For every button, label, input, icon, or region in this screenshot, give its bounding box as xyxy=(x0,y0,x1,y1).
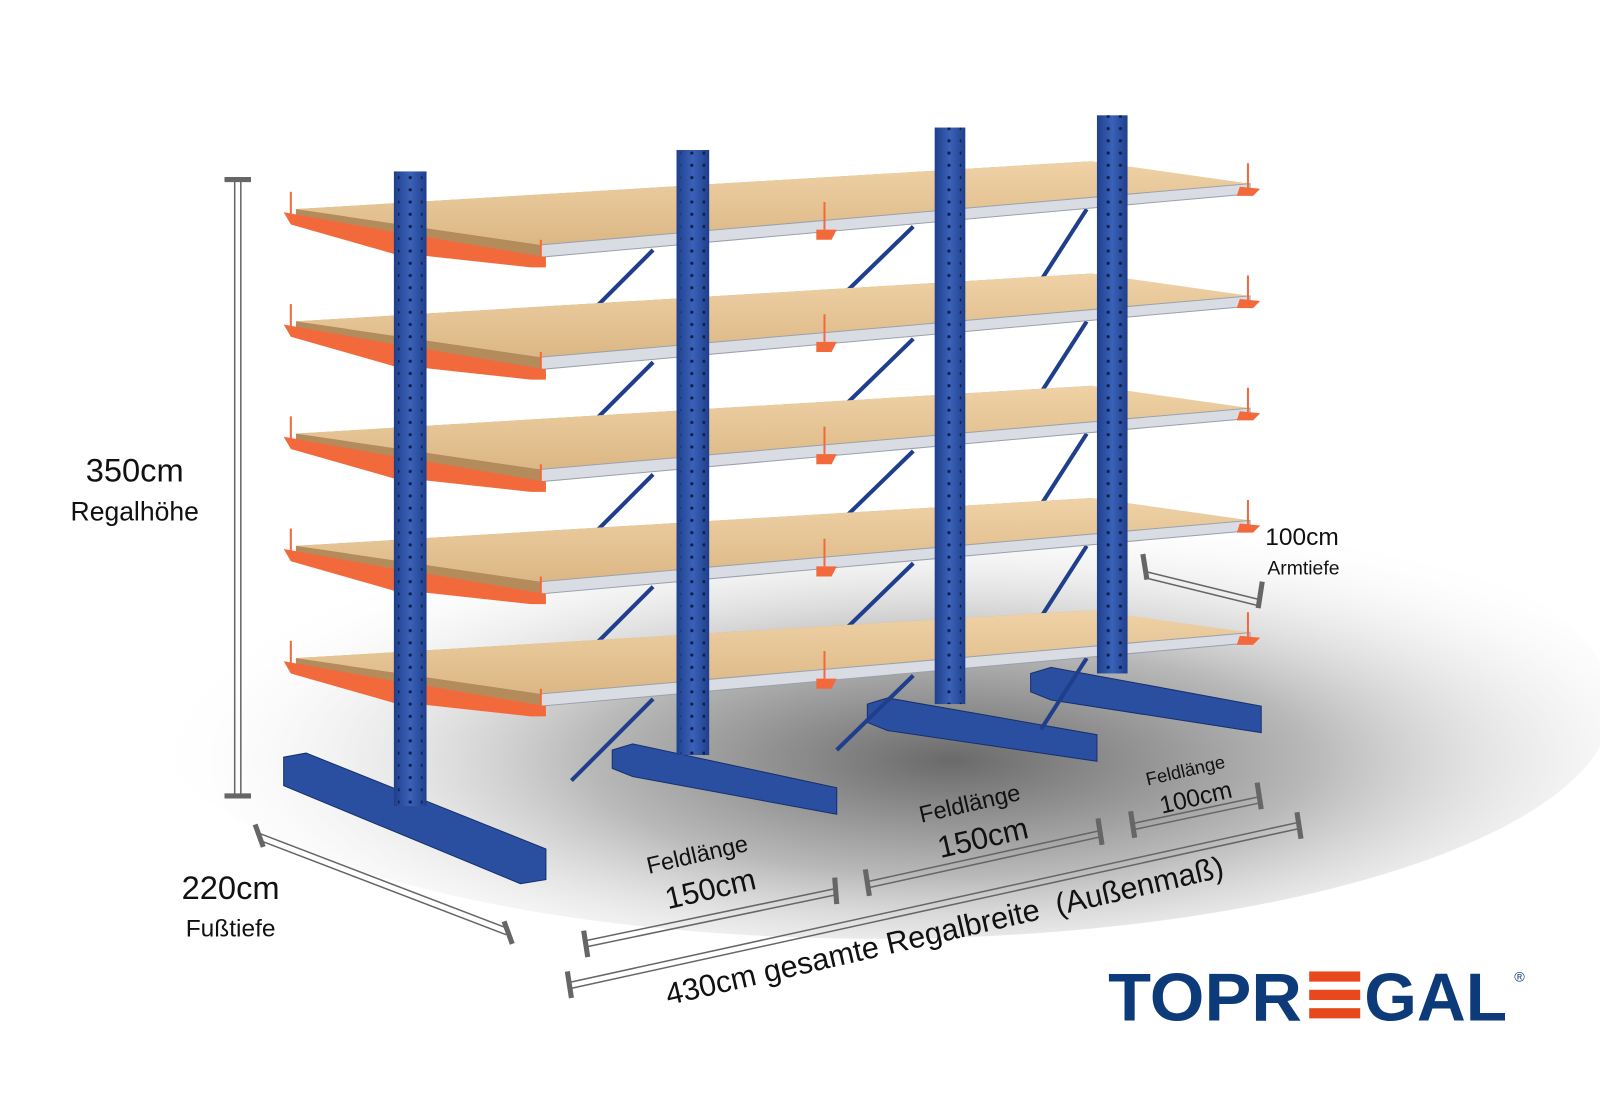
cantilever-arm xyxy=(413,571,546,605)
foot-depth-label: Fußtiefe xyxy=(186,916,276,943)
brace xyxy=(1039,657,1089,731)
cantilever-arm xyxy=(283,661,398,705)
arm-end-stop xyxy=(816,454,837,465)
arm-end-stop xyxy=(1236,635,1261,645)
uprights xyxy=(393,115,1128,807)
shelf-board xyxy=(295,385,1251,470)
upright-holes xyxy=(1101,115,1124,674)
logo-text-left: TOPR xyxy=(1108,960,1302,1035)
base-foot xyxy=(611,743,838,815)
arm-end-stop xyxy=(1236,411,1261,421)
topregal-logo: TOPR GAL ® xyxy=(1108,960,1525,1035)
front-upright-holes xyxy=(397,171,423,807)
height-dimension-line xyxy=(224,177,252,799)
arm-end-stop xyxy=(816,566,837,577)
cantilever-arm xyxy=(283,548,398,592)
cantilever-arm xyxy=(283,324,398,368)
arm-depth-dimension-line xyxy=(1140,553,1265,609)
shelf-board xyxy=(295,497,1251,582)
height-value: 350cm xyxy=(86,452,184,489)
arm-end-stop xyxy=(1236,298,1261,309)
base-foot xyxy=(1030,666,1262,734)
cantilever-arm xyxy=(413,346,546,380)
shelf-board xyxy=(295,161,1251,245)
arm-end-stop xyxy=(1236,186,1261,196)
base-foot xyxy=(283,752,547,885)
foot-depth-value: 220cm xyxy=(182,869,280,906)
arm-depth-value: 100cm xyxy=(1265,524,1338,551)
foot-depth-dimension-line xyxy=(252,823,515,945)
logo-text-right: GAL xyxy=(1364,960,1507,1035)
upright-holes xyxy=(680,150,706,756)
cantilever-arm xyxy=(413,683,546,717)
arm-end-stop xyxy=(816,678,837,689)
upright-holes xyxy=(938,127,962,705)
brace xyxy=(1039,320,1089,394)
cantilever-arm xyxy=(283,436,398,480)
cantilever-arm xyxy=(413,234,546,268)
cantilever-arm xyxy=(283,212,398,256)
shelf-board xyxy=(295,273,1251,358)
logo-registered-mark: ® xyxy=(1514,970,1525,986)
arm-end-stop xyxy=(1236,523,1261,533)
arm-end-stop xyxy=(816,341,837,353)
cantilever-arm xyxy=(413,459,546,492)
arm-depth-label: Armtiefe xyxy=(1267,557,1339,579)
base-feet xyxy=(283,666,1262,885)
brace xyxy=(1039,544,1089,619)
bay-dimension-lines xyxy=(564,782,1304,999)
height-label: Regalhöhe xyxy=(71,496,199,526)
brace xyxy=(1039,432,1089,507)
brace xyxy=(569,697,655,783)
shelf-board xyxy=(295,610,1251,694)
arm-end-stop xyxy=(816,229,837,240)
brace xyxy=(1039,208,1089,282)
brace xyxy=(835,674,915,752)
